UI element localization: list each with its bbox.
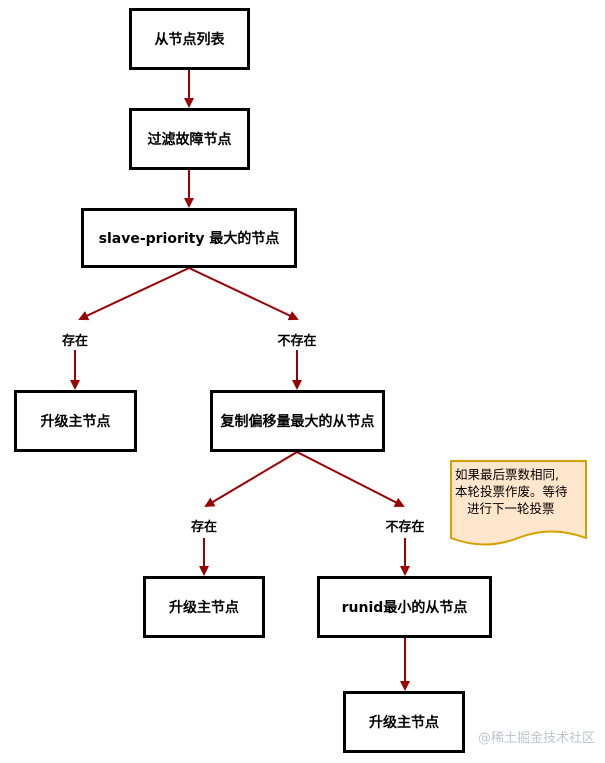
node-min-runid: runid最小的从节点 <box>317 576 492 638</box>
note-line-1: 如果最后票数相同, <box>455 467 559 482</box>
arrow-offset-to-not-exists <box>296 451 405 507</box>
note-line-2: 本轮投票作废。等待 <box>455 484 568 499</box>
branch-label-offset-exists: 存在 <box>190 520 218 535</box>
note-shape <box>450 460 587 546</box>
node-promote-3: 升级主节点 <box>343 691 465 753</box>
node-max-priority: slave-priority 最大的节点 <box>81 208 297 268</box>
branch-label-priority-exists: 存在 <box>61 334 89 349</box>
branch-label-offset-not-exists: 不存在 <box>385 520 425 535</box>
watermark: @稀土掘金技术社区 <box>477 731 595 746</box>
arrow-priority-to-not-exists <box>188 267 299 321</box>
node-promote-1: 升级主节点 <box>14 390 137 452</box>
node-max-offset: 复制偏移量最大的从节点 <box>210 390 385 452</box>
node-filter-faulty: 过滤故障节点 <box>129 108 250 170</box>
note-line-3: 进行下一轮投票 <box>467 501 555 516</box>
arrow-offset-to-exists <box>204 451 298 508</box>
node-promote-2: 升级主节点 <box>143 576 265 638</box>
arrow-priority-to-exists <box>78 267 190 321</box>
branch-label-priority-not-exists: 不存在 <box>277 334 317 349</box>
node-slave-list: 从节点列表 <box>129 8 250 70</box>
tie-vote-note: 如果最后票数相同, 本轮投票作废。等待 进行下一轮投票 <box>453 466 588 517</box>
